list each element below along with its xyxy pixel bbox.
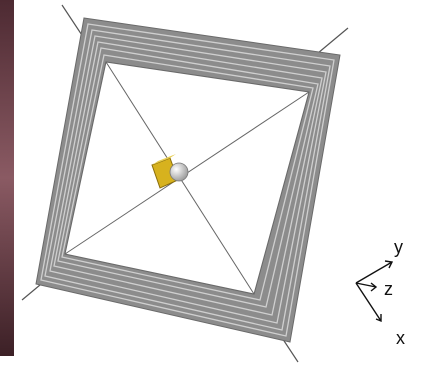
axis-label-z: z [384, 279, 393, 299]
axis-label-x: x [396, 328, 405, 348]
axis-label-y: y [394, 237, 403, 257]
photo-strip [0, 0, 14, 356]
payload-sphere [170, 163, 188, 181]
